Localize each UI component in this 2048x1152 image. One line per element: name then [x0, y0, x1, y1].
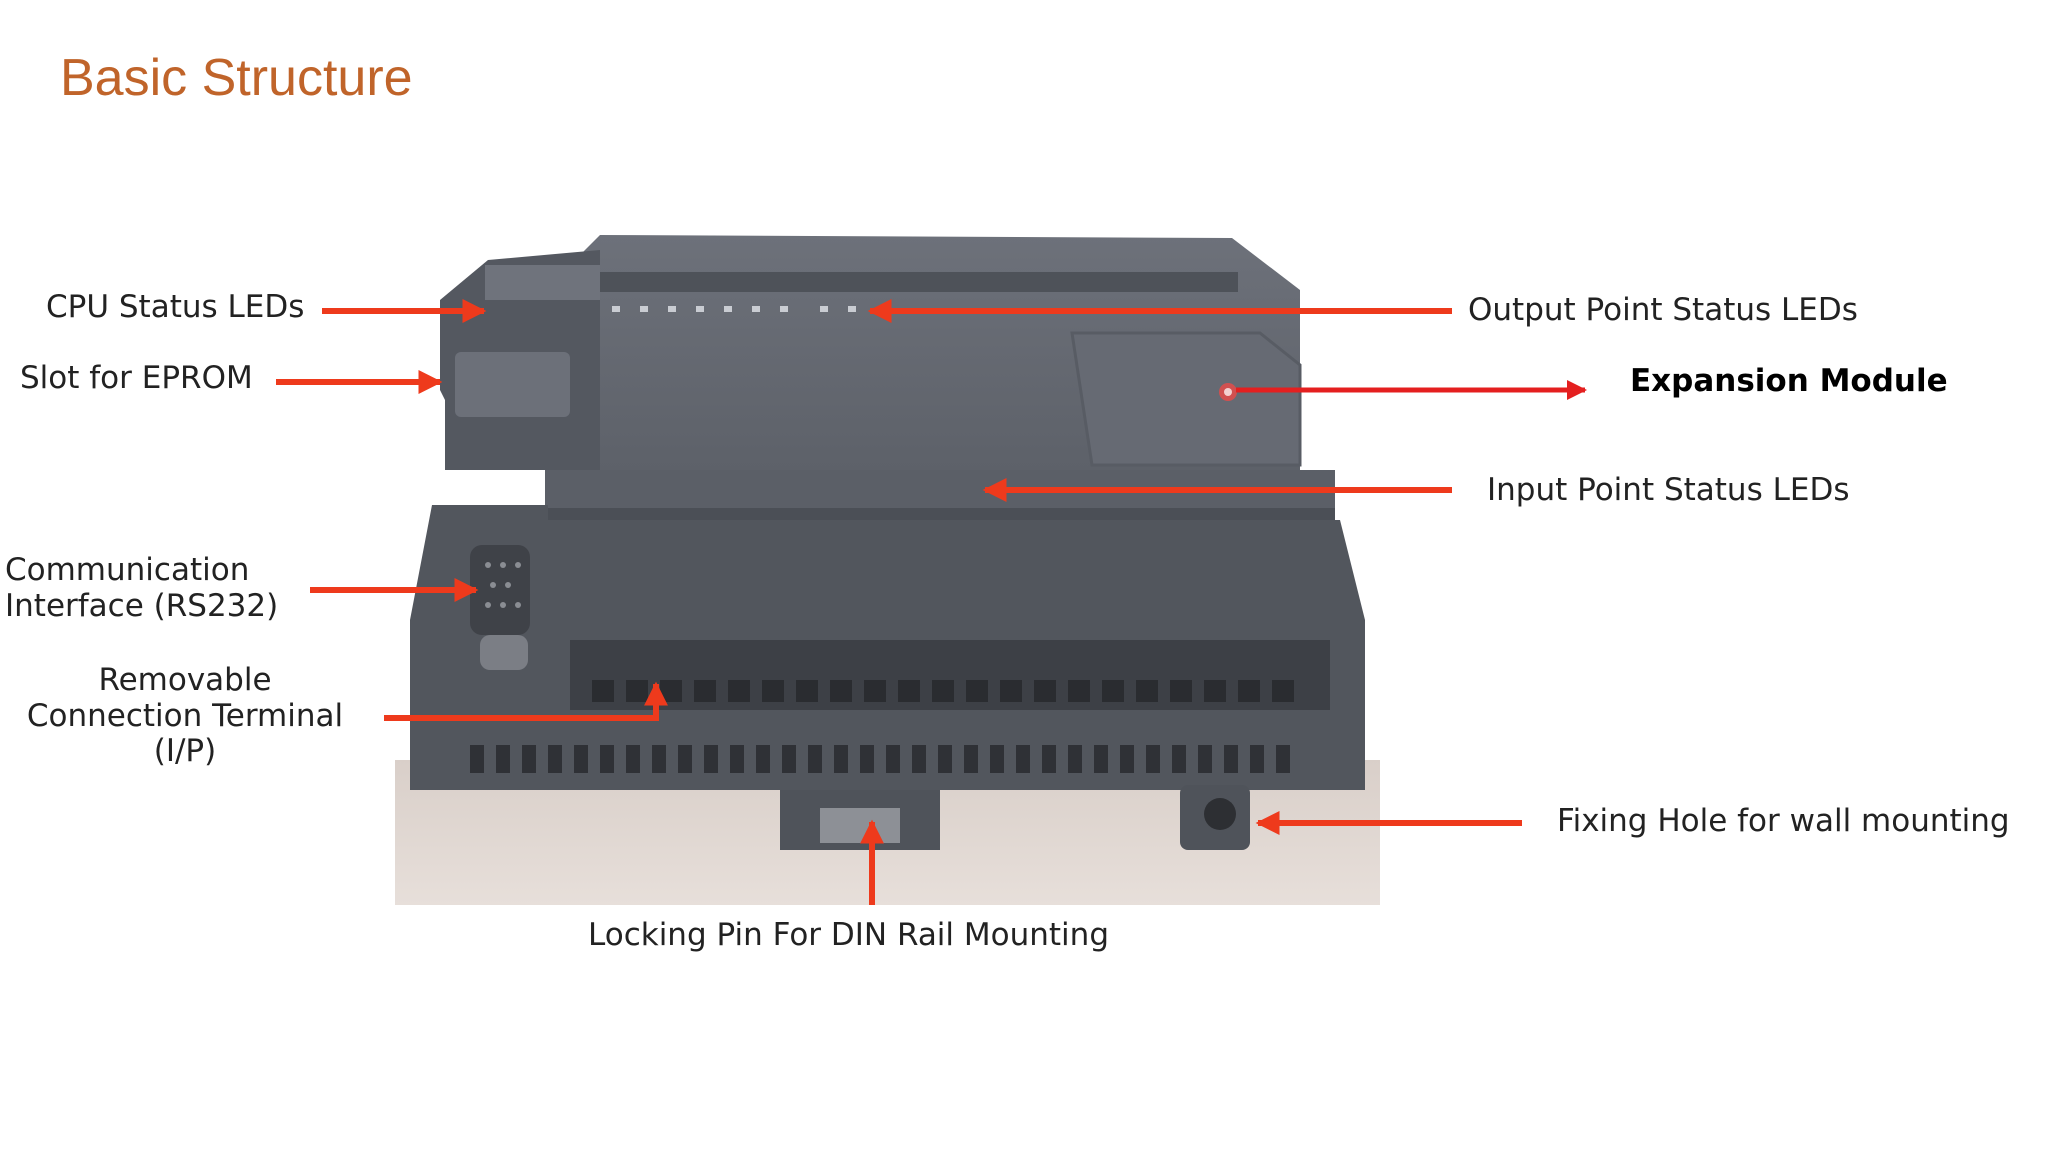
label-line: Removable — [98, 662, 272, 698]
plc-photo — [395, 235, 1380, 905]
label-line: Interface (RS232) — [5, 587, 279, 624]
label-cpu-status-leds: CPU Status LEDs — [46, 289, 305, 325]
label-output-point-status-leds: Output Point Status LEDs — [1468, 292, 1858, 328]
label-fixing-hole: Fixing Hole for wall mounting — [1557, 803, 2010, 839]
label-line: Communication — [5, 552, 250, 588]
label-removable-connection-terminal: Removable Connection Terminal (I/P) — [20, 662, 350, 770]
arrow-removable-terminal — [384, 681, 668, 721]
slide-title: Basic Structure — [60, 49, 413, 107]
label-expansion-module: Expansion Module — [1630, 363, 1948, 399]
label-line: Connection Terminal — [26, 697, 344, 734]
label-line: (I/P) — [153, 733, 217, 770]
label-locking-pin: Locking Pin For DIN Rail Mounting — [588, 917, 1109, 953]
label-slot-for-eprom: Slot for EPROM — [20, 360, 253, 396]
label-input-point-status-leds: Input Point Status LEDs — [1487, 472, 1850, 508]
callout-arrows — [276, 299, 1522, 905]
label-communication-interface: Communication Interface (RS232) — [5, 552, 279, 624]
